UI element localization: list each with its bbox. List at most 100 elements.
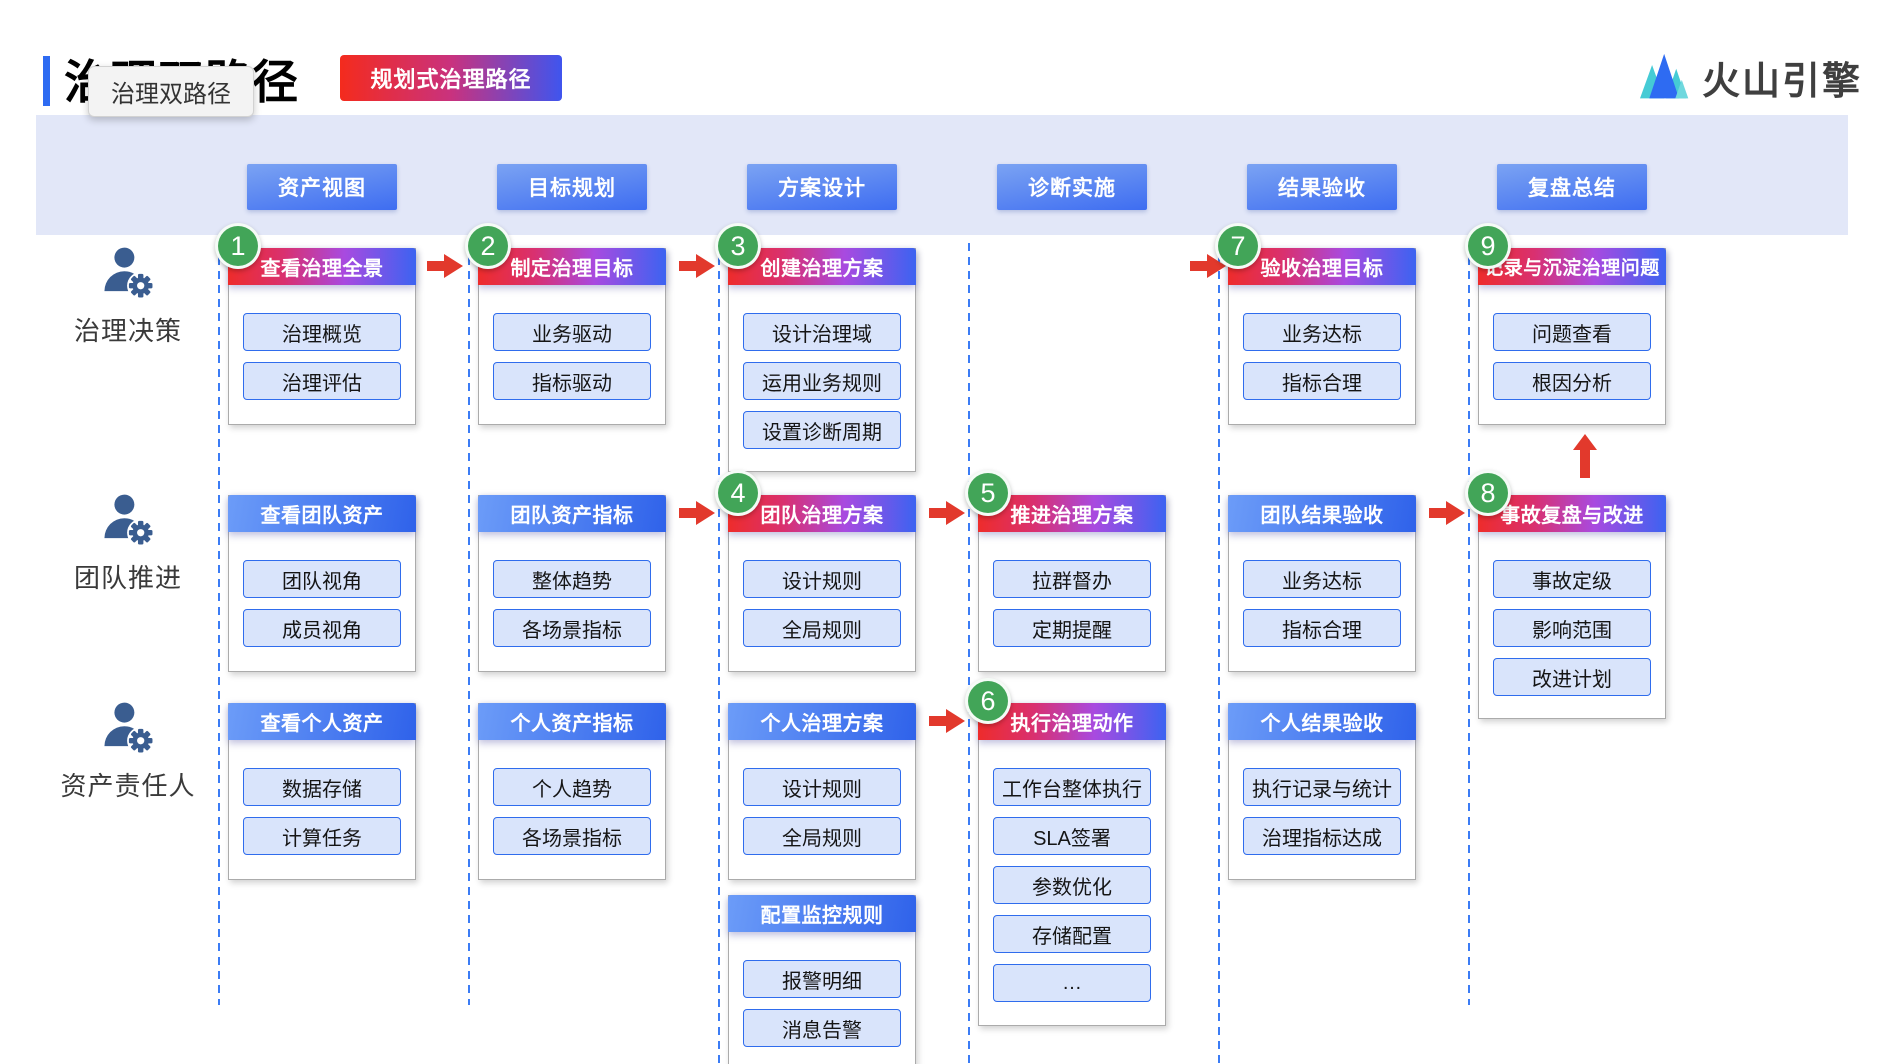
stage-header-goal-planning: 目标规划 <box>497 164 647 210</box>
column-divider <box>718 243 720 1064</box>
card-item-chip: 计算任务 <box>243 817 401 855</box>
brand-logo: 火山引擎 <box>1640 50 1862 105</box>
card-title: 团队资产指标 <box>478 495 666 532</box>
card-title: 查看个人资产 <box>228 703 416 740</box>
card-title: 个人资产指标 <box>478 703 666 740</box>
card-team-result-acceptance: 团队结果验收 业务达标 指标合理 <box>1228 495 1416 672</box>
card-item-chip: 业务达标 <box>1243 560 1401 598</box>
card-item-chip: 数据存储 <box>243 768 401 806</box>
card-team-asset-metrics: 团队资产指标 整体趋势 各场景指标 <box>478 495 666 672</box>
card-item-chip: 治理指标达成 <box>1243 817 1401 855</box>
step-badge: 6 <box>965 678 1011 724</box>
role-label: 治理决策 <box>73 316 182 346</box>
card-item-chip: 执行记录与统计 <box>1243 768 1401 806</box>
card-item-chip: 运用业务规则 <box>743 362 901 400</box>
card-item-chip: 改进计划 <box>1493 658 1651 696</box>
card-item-chip: 拉群督办 <box>993 560 1151 598</box>
card-item-chip: 根因分析 <box>1493 362 1651 400</box>
role-governance-decision: 治理决策 <box>58 244 198 348</box>
card-item-chip: 设计治理域 <box>743 313 901 351</box>
stage-header-plan-design: 方案设计 <box>747 164 897 210</box>
card-item-chip: … <box>993 964 1151 1002</box>
column-divider <box>468 243 470 1005</box>
card-item-chip: 影响范围 <box>1493 609 1651 647</box>
flow-arrow-right <box>929 709 965 738</box>
stage-header-diagnosis: 诊断实施 <box>997 164 1147 210</box>
card-item-chip: 设置诊断周期 <box>743 411 901 449</box>
role-team-advance: 团队推进 <box>58 491 198 595</box>
step-badge: 9 <box>1465 223 1511 269</box>
card-item-chip: 工作台整体执行 <box>993 768 1151 806</box>
flow-arrow-right <box>929 501 965 530</box>
card-title: 个人治理方案 <box>728 703 916 740</box>
title-tooltip: 治理双路径 <box>88 66 254 117</box>
brand-name: 火山引擎 <box>1702 61 1863 103</box>
card-item-chip: 治理评估 <box>243 362 401 400</box>
flow-arrow-right <box>427 254 463 283</box>
card-item-chip: 整体趋势 <box>493 560 651 598</box>
step-badge: 5 <box>965 470 1011 516</box>
card-item-chip: 业务驱动 <box>493 313 651 351</box>
card-item-chip: 指标合理 <box>1243 609 1401 647</box>
card-item-chip: 个人趋势 <box>493 768 651 806</box>
card-item-chip: 事故定级 <box>1493 560 1651 598</box>
step-badge: 4 <box>715 470 761 516</box>
card-personal-asset-metrics: 个人资产指标 个人趋势 各场景指标 <box>478 703 666 880</box>
column-divider <box>968 243 970 1064</box>
card-record-governance-issues: 9 记录与沉淀治理问题 问题查看 根因分析 <box>1465 223 1666 425</box>
card-item-chip: 各场景指标 <box>493 817 651 855</box>
card-item-chip: 全局规则 <box>743 817 901 855</box>
step-badge: 8 <box>1465 470 1511 516</box>
card-title: 执行治理动作 <box>978 703 1166 740</box>
card-item-chip: 存储配置 <box>993 915 1151 953</box>
flow-arrow-right <box>1190 254 1226 283</box>
card-accept-governance-goals: 7 验收治理目标 业务达标 指标合理 <box>1215 223 1416 425</box>
step-badge: 3 <box>715 223 761 269</box>
flow-arrow-up <box>1573 434 1597 483</box>
card-personal-governance-plan: 个人治理方案 设计规则 全局规则 <box>728 703 916 880</box>
card-title: 团队结果验收 <box>1228 495 1416 532</box>
card-item-chip: 指标驱动 <box>493 362 651 400</box>
role-label: 团队推进 <box>73 563 182 593</box>
card-title: 查看团队资产 <box>228 495 416 532</box>
card-execute-governance-actions: 6 执行治理动作 工作台整体执行 SLA签署 参数优化 存储配置 … <box>965 678 1166 1026</box>
card-title: 验收治理目标 <box>1228 248 1416 285</box>
role-asset-owner: 资产责任人 <box>58 699 198 803</box>
step-badge: 2 <box>465 223 511 269</box>
card-item-chip: 指标合理 <box>1243 362 1401 400</box>
path-tab-button[interactable]: 规划式治理路径 <box>340 55 562 101</box>
column-divider <box>1468 243 1470 1005</box>
card-item-chip: 业务达标 <box>1243 313 1401 351</box>
flow-arrow-right <box>679 501 715 530</box>
card-view-governance-panorama: 1 查看治理全景 治理概览 治理评估 <box>215 223 416 425</box>
card-item-chip: 治理概览 <box>243 313 401 351</box>
card-advance-governance-plan: 5 推进治理方案 拉群督办 定期提醒 <box>965 470 1166 672</box>
title-accent-bar <box>43 56 50 106</box>
card-item-chip: 成员视角 <box>243 609 401 647</box>
role-label: 资产责任人 <box>60 771 196 801</box>
card-item-chip: 设计规则 <box>743 560 901 598</box>
card-view-team-assets: 查看团队资产 团队视角 成员视角 <box>228 495 416 672</box>
card-title: 查看治理全景 <box>228 248 416 285</box>
card-item-chip: 参数优化 <box>993 866 1151 904</box>
column-divider <box>218 243 220 1005</box>
step-badge: 1 <box>215 223 261 269</box>
card-view-personal-assets: 查看个人资产 数据存储 计算任务 <box>228 703 416 880</box>
card-create-governance-plan: 3 创建治理方案 设计治理域 运用业务规则 设置诊断周期 <box>715 223 916 472</box>
flow-arrow-right <box>1429 501 1465 530</box>
card-configure-monitor-rules: 配置监控规则 报警明细 消息告警 <box>728 895 916 1064</box>
card-personal-result-acceptance: 个人结果验收 执行记录与统计 治理指标达成 <box>1228 703 1416 880</box>
card-item-chip: 定期提醒 <box>993 609 1151 647</box>
person-gear-icon <box>104 494 155 547</box>
card-item-chip: SLA签署 <box>993 817 1151 855</box>
card-item-chip: 团队视角 <box>243 560 401 598</box>
card-title: 配置监控规则 <box>728 895 916 932</box>
stage-header-review: 复盘总结 <box>1497 164 1647 210</box>
stage-header-asset-view: 资产视图 <box>247 164 397 210</box>
person-gear-icon <box>104 247 155 300</box>
card-set-governance-goals: 2 制定治理目标 业务驱动 指标驱动 <box>465 223 666 425</box>
card-team-governance-plan: 4 团队治理方案 设计规则 全局规则 <box>715 470 916 672</box>
card-item-chip: 全局规则 <box>743 609 901 647</box>
card-item-chip: 报警明细 <box>743 960 901 998</box>
